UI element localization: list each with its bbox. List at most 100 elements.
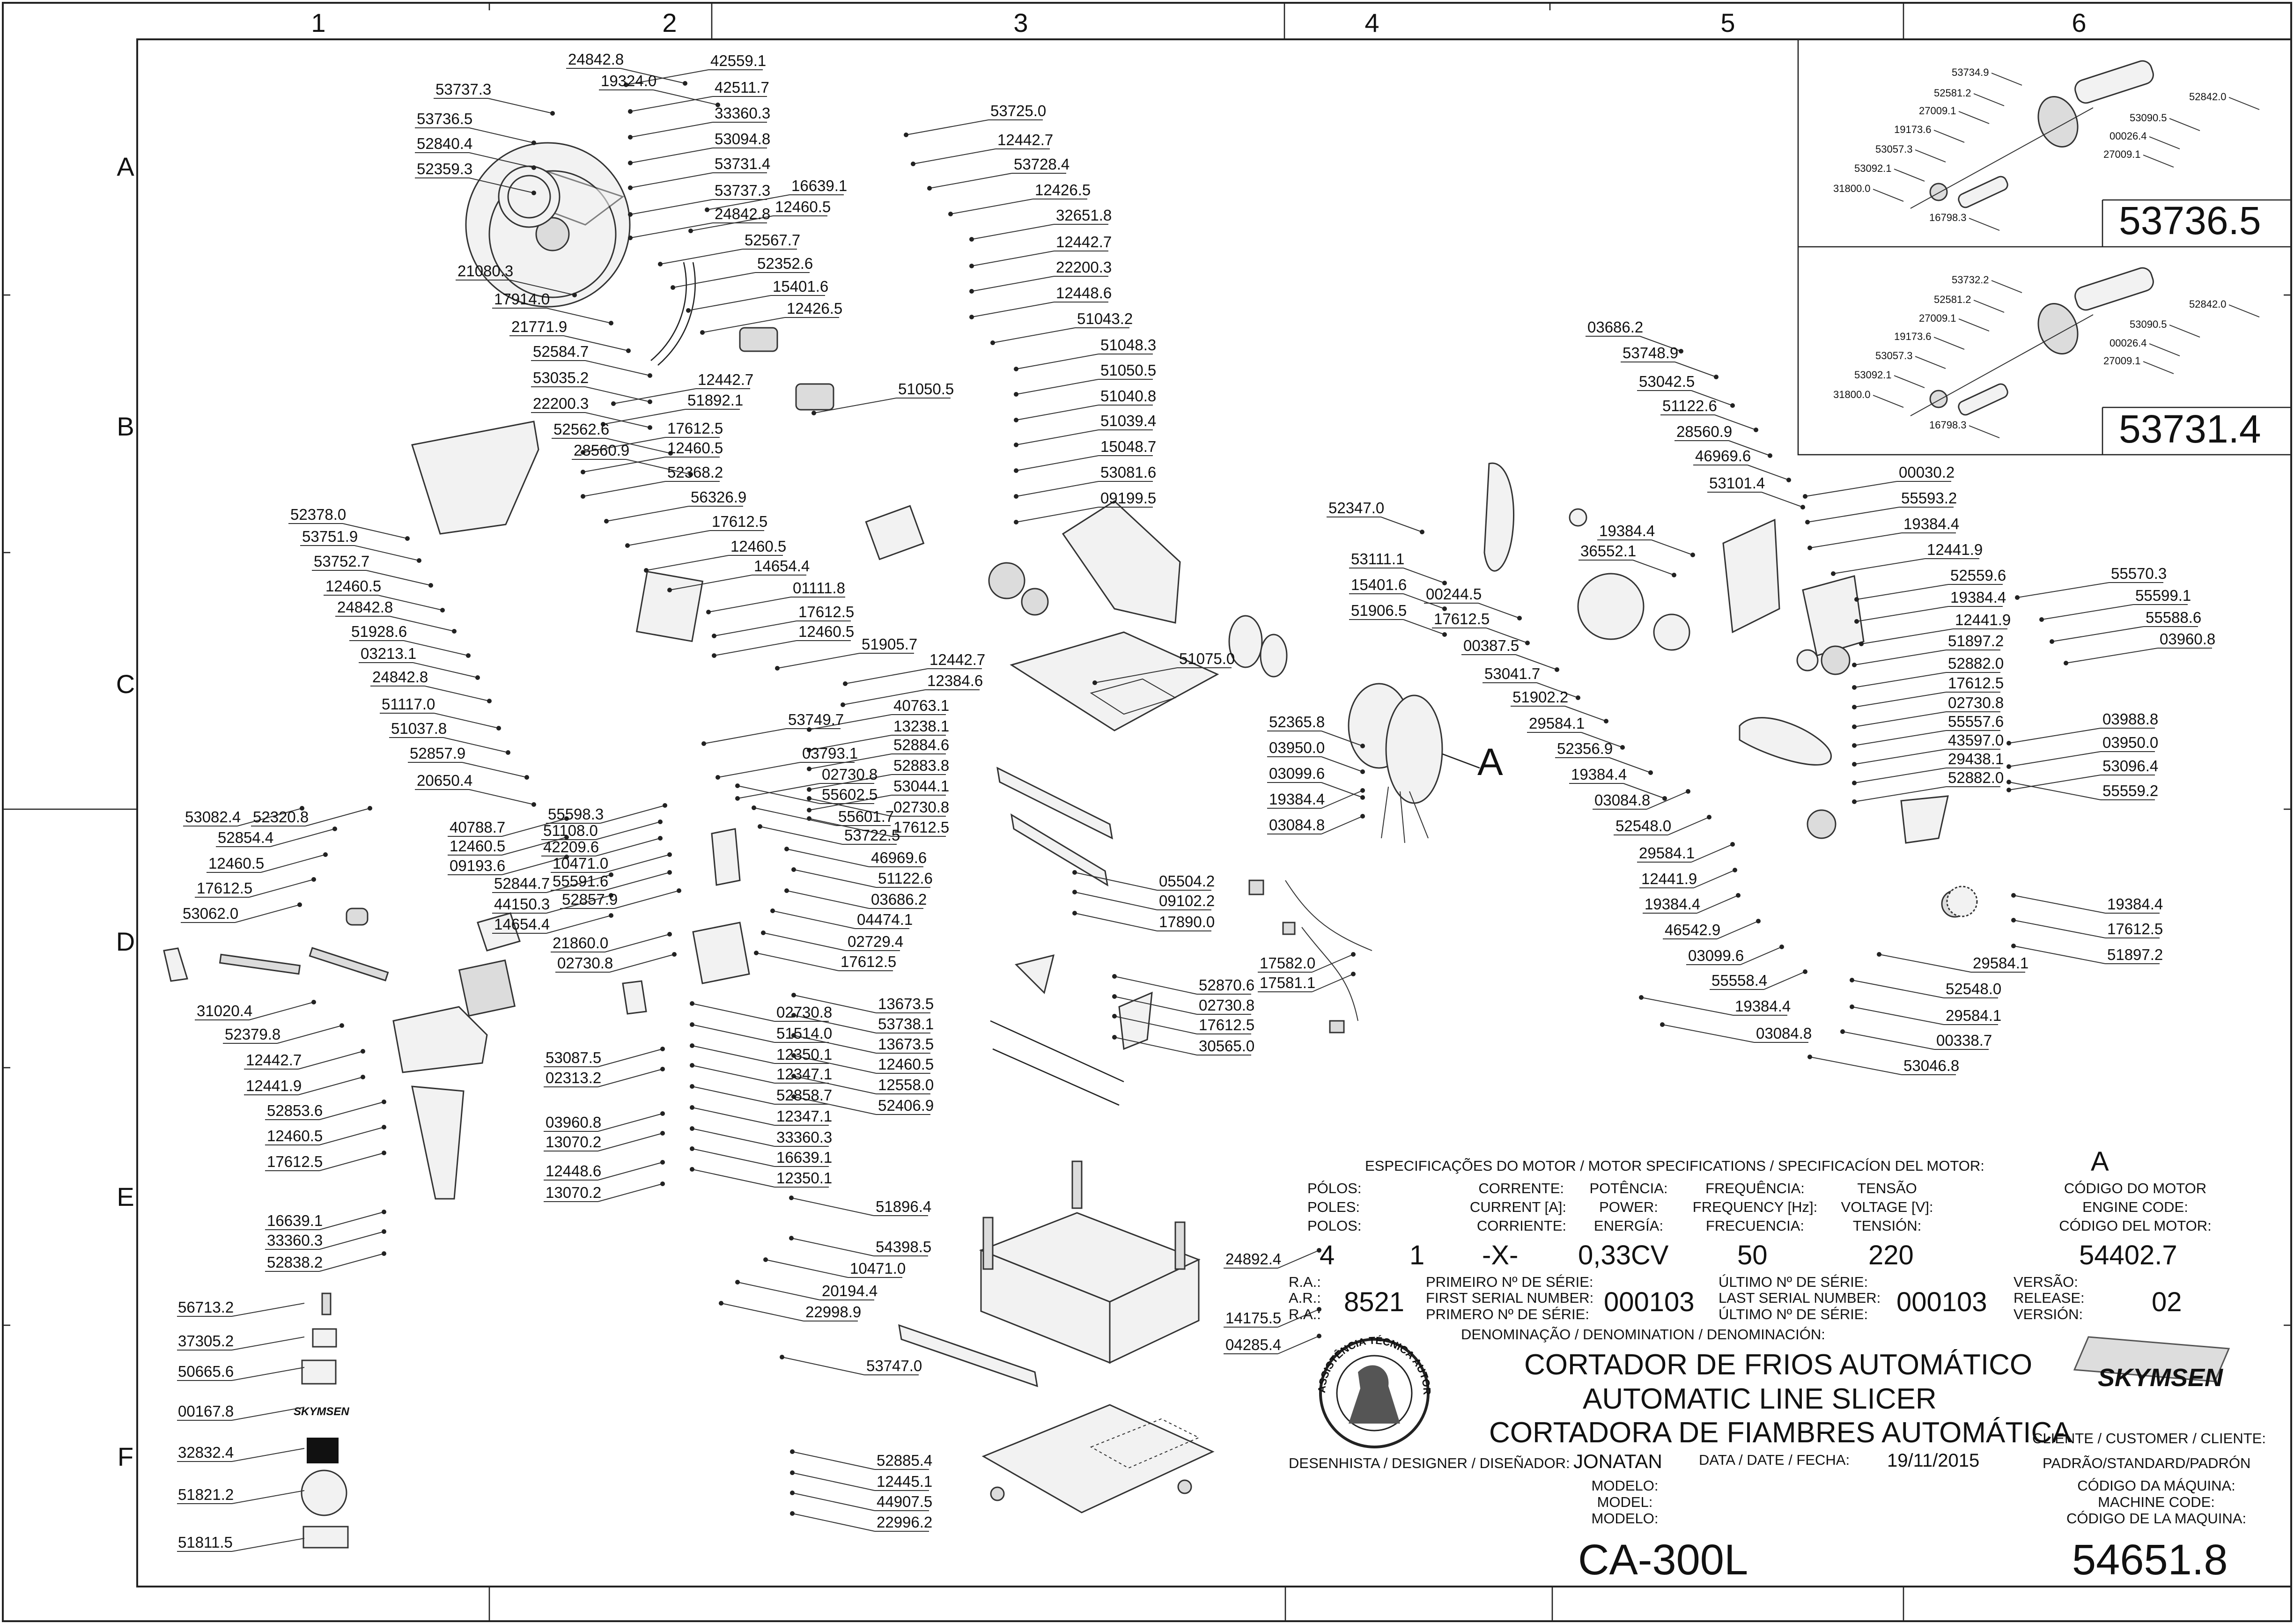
part-number-label: 00244.5: [1426, 585, 1482, 603]
leader-line: [1277, 1336, 1320, 1354]
leader-dot: [648, 373, 652, 378]
leader-line: [929, 173, 1012, 189]
leader-dot: [790, 1449, 795, 1454]
grid-column-label: 5: [1720, 8, 1735, 37]
leader-dot: [1754, 428, 1758, 432]
detail-part-label: 19173.6: [1894, 124, 1932, 135]
part-number-label: 43597.0: [1948, 731, 2004, 749]
right-bracket: [1722, 518, 1780, 634]
part-number-label: 12426.5: [787, 300, 842, 317]
leader-line: [692, 1107, 775, 1126]
part-number-label: 51040.8: [1100, 387, 1156, 405]
leader-dot: [531, 802, 536, 807]
leader-line: [231, 1367, 305, 1381]
leader-line: [692, 1148, 775, 1167]
part-number-label: 52838.2: [267, 1254, 323, 1271]
part-number-label: 53725.0: [990, 102, 1046, 119]
version-label: VERSIÓN:: [2014, 1306, 2083, 1322]
leader-dot: [332, 827, 337, 831]
part-number-label: 02730.8: [893, 798, 949, 816]
leader-dot: [609, 321, 613, 325]
sticker-labels: 56713.237305.250665.600167.832832.451821…: [177, 1299, 305, 1552]
leader-line: [502, 837, 567, 856]
leader-dot: [715, 775, 720, 780]
leader-dot: [948, 212, 953, 216]
part-number-label: 24842.8: [337, 598, 393, 616]
grid-row-label: D: [116, 927, 135, 956]
leader-dot: [644, 568, 649, 573]
leader-dot: [1092, 680, 1097, 685]
leader-dot: [1014, 392, 1018, 397]
leader-line: [692, 1024, 775, 1043]
part-number-label: 51928.6: [351, 623, 407, 640]
leader-line: [605, 934, 670, 952]
leader-line: [737, 783, 820, 799]
leader-line: [585, 412, 650, 428]
power-label: ENERGÍA:: [1594, 1218, 1663, 1234]
leader-dot: [658, 836, 663, 841]
leader-line: [249, 1002, 314, 1020]
part-number-label: 20650.4: [417, 772, 472, 789]
leader-dot: [2050, 639, 2054, 644]
leader-line: [1728, 440, 1770, 456]
part-number-label: 51902.2: [1512, 688, 1568, 706]
leader-dot: [667, 852, 672, 857]
part-number-label: 09102.2: [1159, 892, 1215, 909]
part-number-label: 51048.3: [1100, 336, 1156, 354]
part-number-label: 16639.1: [267, 1212, 323, 1229]
leader-line: [277, 1025, 342, 1044]
leader-dot: [382, 1210, 386, 1214]
leader-dot: [683, 81, 687, 86]
leader-line: [235, 904, 300, 923]
leader-line: [630, 96, 713, 112]
leader-line: [1277, 1309, 1320, 1328]
leader-line: [646, 555, 729, 571]
part-number-label: 12448.6: [546, 1162, 601, 1180]
leader-dot: [405, 536, 410, 541]
leader-line: [597, 1133, 663, 1152]
leader-line: [692, 1169, 775, 1188]
leader-dot: [752, 805, 756, 810]
part-number-label: 00387.5: [1463, 637, 1519, 654]
detail-number: 53736.5: [2119, 199, 2261, 243]
leader-dot: [361, 1049, 365, 1054]
spec-header: ESPECIFICAÇÕES DO MOTOR / MOTOR SPECIFIC…: [1365, 1158, 1984, 1174]
denomination-en: AUTOMATIC LINE SLICER: [1583, 1383, 1937, 1415]
leader-dot: [807, 727, 811, 732]
leader-dot: [626, 348, 631, 353]
part-number-label: 17612.5: [267, 1153, 323, 1170]
part-number-label: 17582.0: [1260, 954, 1315, 972]
part-number-label: 04285.4: [1225, 1336, 1281, 1353]
poles-label: POLOS:: [1307, 1218, 1361, 1234]
detail-number: 53731.4: [2119, 407, 2261, 451]
protector-cover: [411, 421, 539, 535]
leader-line: [688, 295, 771, 311]
leader-dot: [452, 629, 457, 634]
leader-dot: [784, 847, 789, 851]
part-number-label: 52883.8: [893, 757, 949, 774]
part-number-label: 13238.1: [893, 717, 949, 735]
part-number-label: 14175.5: [1225, 1309, 1281, 1327]
leader-dot: [1576, 695, 1580, 700]
leader-dot: [790, 1511, 795, 1516]
leader-dot: [1620, 745, 1625, 750]
part-number-label: 51108.0: [543, 822, 598, 839]
leader-line: [1321, 816, 1363, 834]
detail-leader: [1915, 149, 1946, 162]
motor-code-label: CÓDIGO DO MOTOR: [2064, 1180, 2206, 1196]
leader-dot: [1112, 1035, 1117, 1040]
leader-line: [2017, 582, 2110, 598]
current-label: CORRIENTE:: [1477, 1218, 1566, 1234]
part-number-label: 17612.5: [841, 953, 896, 970]
leader-line: [653, 89, 718, 105]
leader-dot: [1877, 952, 1881, 957]
leader-line: [2051, 626, 2144, 642]
part-number-label: 55591.6: [553, 872, 608, 890]
leader-line: [389, 616, 455, 632]
leader-line: [1321, 731, 1363, 746]
part-number-label: 53094.8: [715, 130, 770, 148]
part-number-label: 12460.5: [208, 855, 264, 872]
leader-dot: [1786, 478, 1791, 482]
detail-leader: [2169, 118, 2200, 131]
